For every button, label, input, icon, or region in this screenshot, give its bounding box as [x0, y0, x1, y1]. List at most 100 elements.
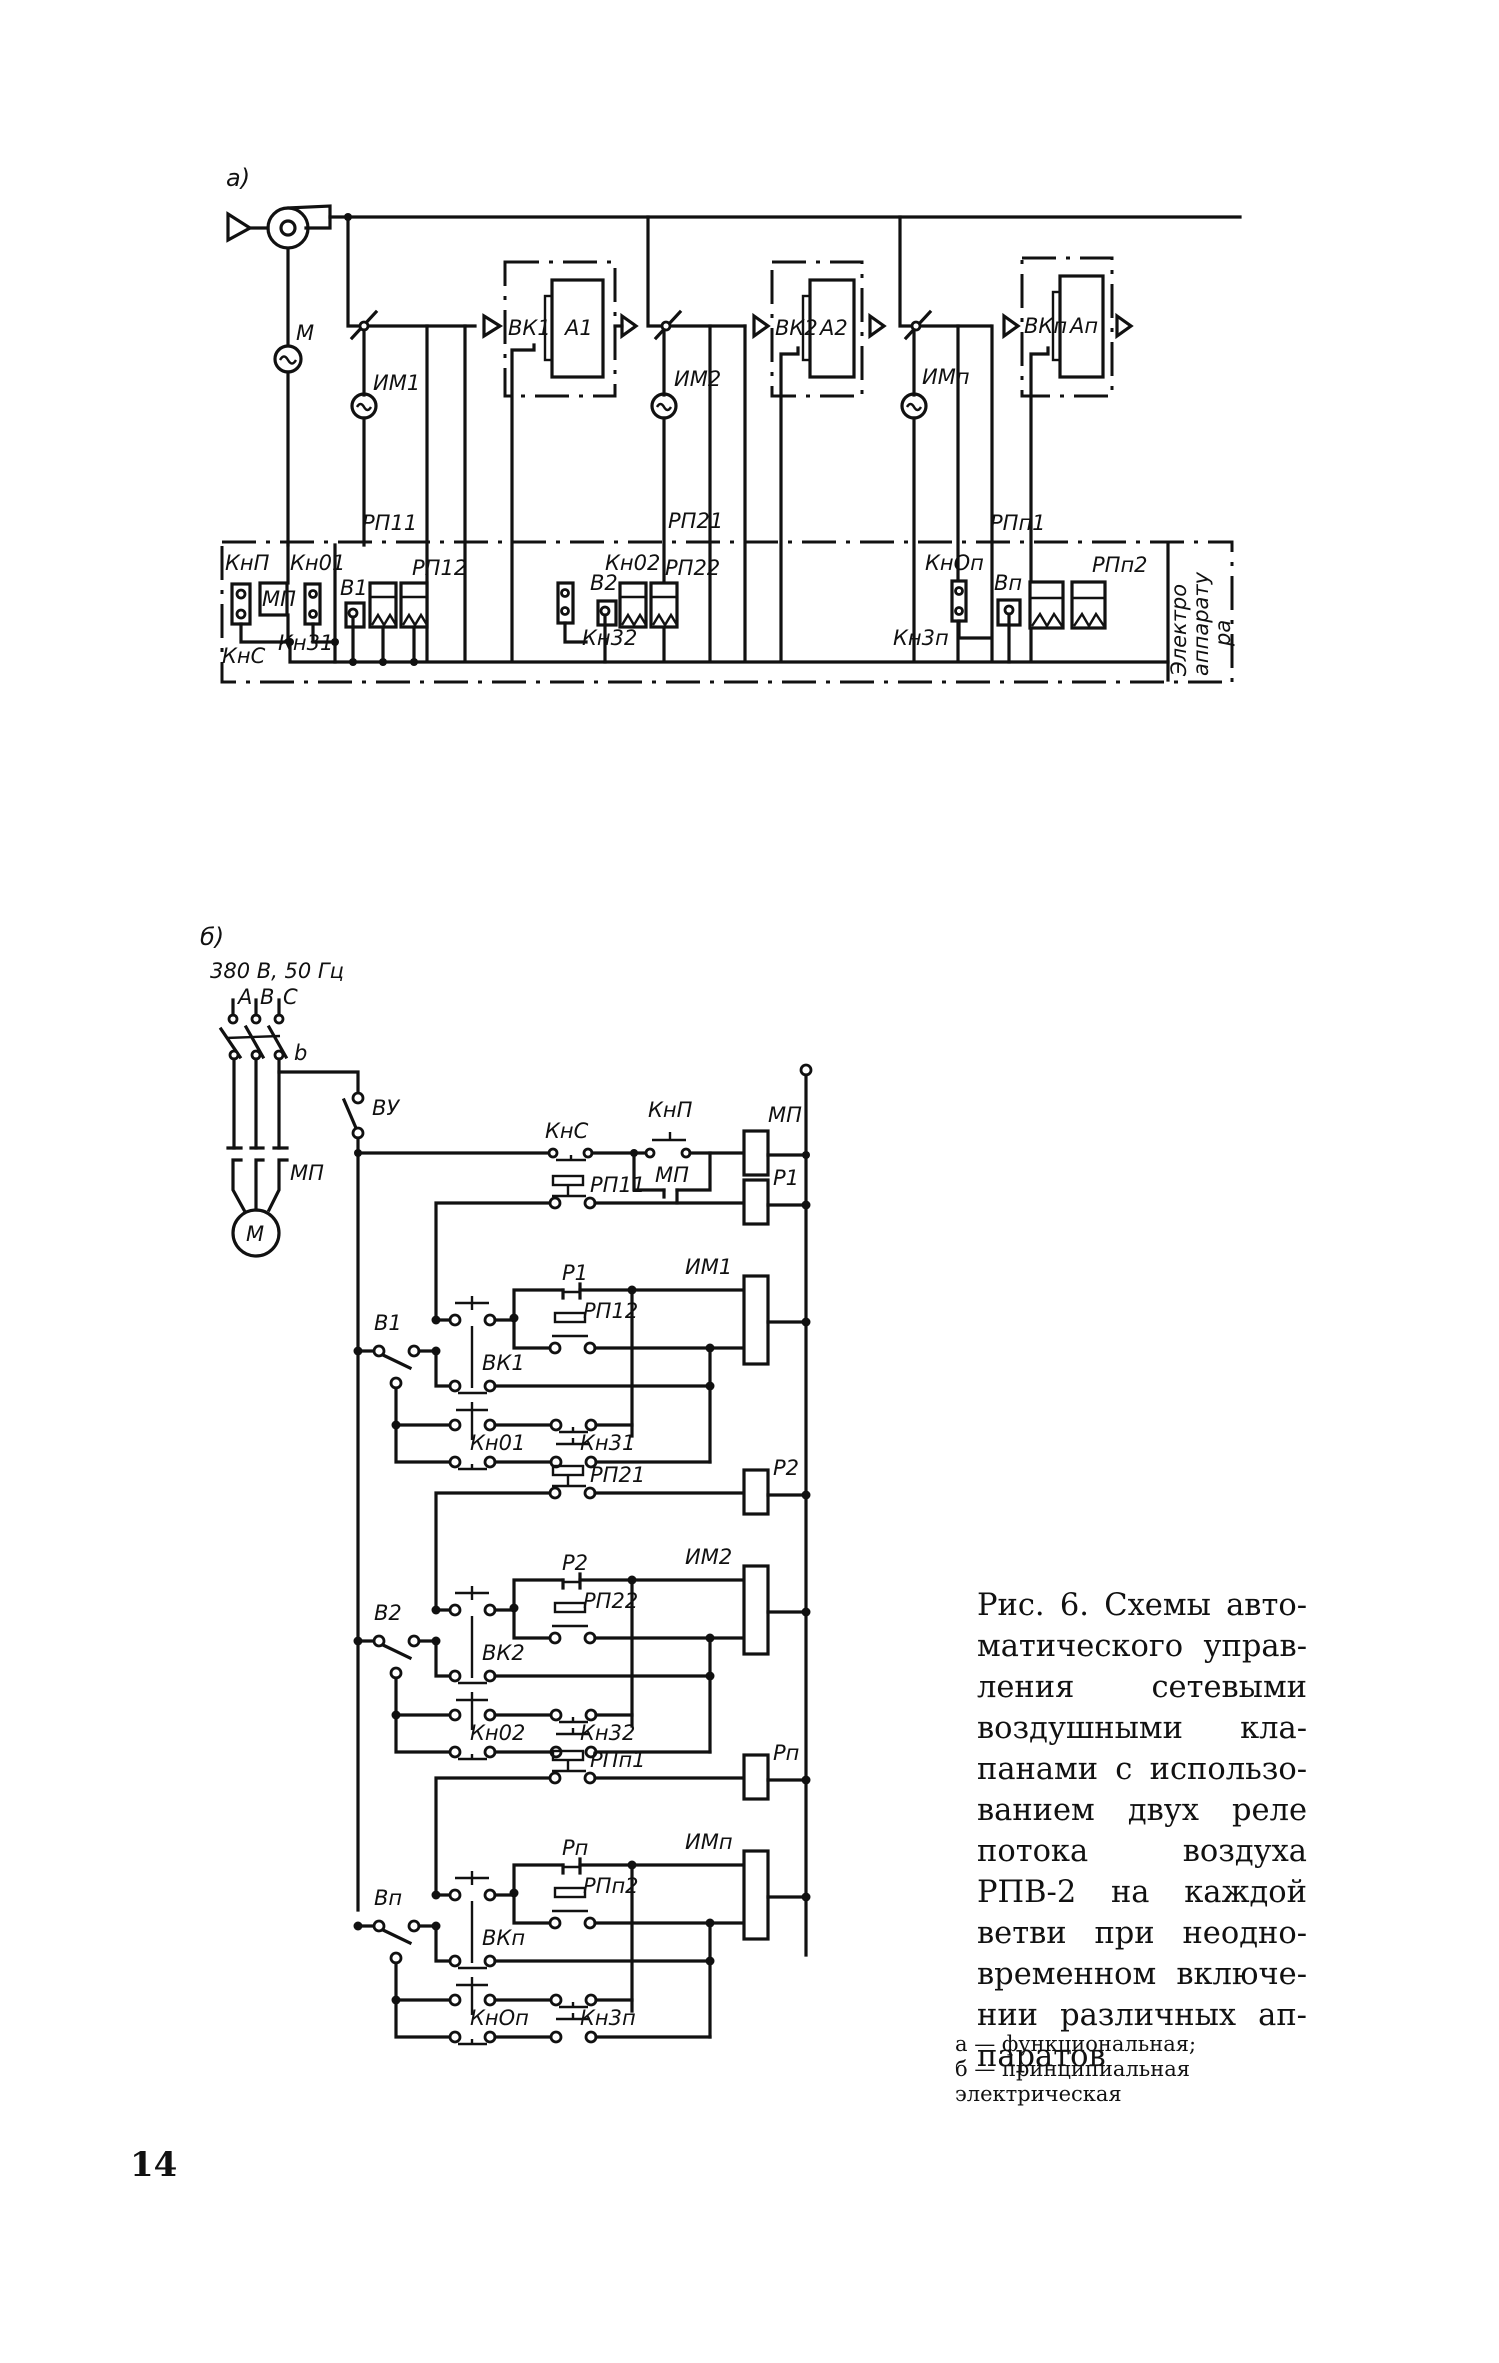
caption-line: временном включе- [977, 1957, 1307, 1992]
relay-coil-label: Р2 [773, 1456, 799, 1480]
start-button-label: Кн3п [893, 626, 949, 650]
limit-switch-label: ВК1 [482, 1351, 525, 1375]
legend-item-a: а — функциональная; [955, 2032, 1197, 2056]
open-button-label: Кн02 [470, 1721, 525, 1745]
start-button-contact [644, 1132, 692, 1159]
stop-button-label: КнС [222, 644, 266, 668]
apparatus-label: Ап [1068, 314, 1098, 338]
svg-text:аппарату: аппарату [1189, 571, 1213, 676]
relay1-label: РП21 [668, 509, 723, 533]
starter-main-contacts [226, 1146, 289, 1213]
limit-switch-label: ВКп [1024, 314, 1067, 338]
apparatus-label: А1 [563, 316, 593, 340]
phase-label: В [260, 985, 274, 1009]
caption-line: матического управ- [977, 1629, 1307, 1664]
start-button-label: КнП [648, 1098, 693, 1122]
relay-contact-label: Р1 [562, 1261, 588, 1285]
stop-button-label: КнС [545, 1119, 589, 1143]
flow-relay2-label: РПп2 [583, 1874, 639, 1898]
stop-button-contact [547, 1147, 594, 1162]
starter-coil-icon [742, 1129, 770, 1177]
diagram-b-panel-label: б) [200, 923, 224, 951]
diagram-b-schematic: б) 380 В, 50 Гц А В С b МП М ВУ КнС [200, 923, 813, 2046]
start-button-label: Кн32 [582, 626, 637, 650]
flow-relay-label: РПп1 [590, 1748, 646, 1772]
starter-label: МП [290, 1161, 324, 1185]
motor-label: М [246, 1222, 264, 1246]
relay2-label: РП22 [665, 556, 720, 580]
flow-relay2-label: РП22 [583, 1589, 638, 1613]
control-switch-icon [341, 1097, 359, 1131]
starter-label: МП [262, 587, 296, 611]
caption-line: нии различных ап- [977, 1998, 1307, 2033]
relay-coil-icon [742, 1753, 770, 1801]
stop-button-label: Кн02 [605, 551, 660, 575]
actuator-label: ИМп [685, 1830, 733, 1854]
switch-label: В2 [590, 571, 618, 595]
relay-coil-label: Р1 [773, 1166, 799, 1190]
caption-line: воздушными кла- [977, 1711, 1307, 1746]
svg-text:Электро: Электро [1167, 584, 1191, 677]
relay1-label: РП11 [362, 511, 417, 535]
flow-relay-label: РП21 [590, 1463, 645, 1487]
actuator-label: ИМ2 [674, 367, 721, 391]
control-switch-label: ВУ [372, 1096, 400, 1120]
actuator-label: ИМ1 [685, 1255, 732, 1279]
diagram-a-functional: а) М ИМ1 ВК1 А1 [220, 164, 1242, 684]
relay2-label: РП12 [412, 556, 467, 580]
breaker-label: b [294, 1041, 307, 1065]
actuator-label: ИМ1 [373, 371, 420, 395]
caption-line: ветви при неодно- [977, 1916, 1307, 1951]
relay-coil-label: Рп [773, 1741, 799, 1765]
control-panel-enclosure [220, 540, 1234, 684]
supply-label: 380 В, 50 Гц [210, 959, 344, 983]
flow-relay-contact-icon [551, 1174, 585, 1187]
caption-line: паратов [977, 2039, 1106, 2074]
selector-switch-label: В2 [374, 1601, 402, 1625]
apparatus-box [550, 278, 605, 379]
relay-coil-icon [742, 1178, 770, 1226]
flow-relay-label: РП11 [590, 1173, 645, 1197]
flow-relay2-label: РП12 [583, 1299, 638, 1323]
legend-item-b-cont: электрическая [955, 2082, 1122, 2106]
actuator-label: ИМ2 [685, 1545, 732, 1569]
caption-line: потока воздуха [977, 1834, 1307, 1869]
fan-motor-label: М [296, 321, 314, 345]
fan-icon [226, 204, 332, 250]
circuit-breaker-icon [218, 998, 289, 1061]
limit-switch-label: ВК1 [508, 316, 551, 340]
apparatus-label: А2 [818, 316, 848, 340]
flow-relay-icon [368, 581, 398, 629]
legend-item-b: б — принципиальная [955, 2057, 1190, 2081]
caption-line: панами с использо- [977, 1752, 1307, 1787]
diagram-a-panel-label: а) [226, 164, 250, 192]
limit-switch-label: ВК2 [775, 316, 818, 340]
relay1-label: РПп1 [990, 511, 1046, 535]
apparatus-enclosure [503, 260, 617, 398]
limit-switch-label: ВКп [482, 1926, 525, 1950]
caption-line: ления сетевыми [977, 1670, 1307, 1705]
phase-label: С [283, 985, 298, 1009]
caption-line: ванием двух реле [977, 1793, 1307, 1828]
starter-box [258, 581, 289, 617]
switch-label: В1 [340, 576, 368, 600]
selector-switch-label: В1 [374, 1311, 402, 1335]
motor-icon [231, 1208, 281, 1258]
actuator-label: ИМп [922, 365, 970, 389]
svg-text:ра: ра [1211, 620, 1235, 647]
limit-switch-label: ВК2 [482, 1641, 525, 1665]
figure-legend: а — функциональная; б — принципиальная э… [955, 2032, 1196, 2107]
selector-switch-label: Вп [374, 1886, 402, 1910]
open-button-label: КнОп [470, 2006, 529, 2030]
relay-coil-icon [742, 1468, 770, 1516]
relay2-label: РПп2 [1092, 553, 1148, 577]
page-number: 14 [130, 2145, 178, 2185]
actuator-coil-icon [742, 1564, 770, 1656]
open-button-label: Кн01 [470, 1431, 525, 1455]
starter-coil-label: МП [768, 1103, 802, 1127]
holding-contact-label: МП [655, 1163, 689, 1187]
branch-a-n: ИМп ВКп Ап [898, 215, 1134, 662]
